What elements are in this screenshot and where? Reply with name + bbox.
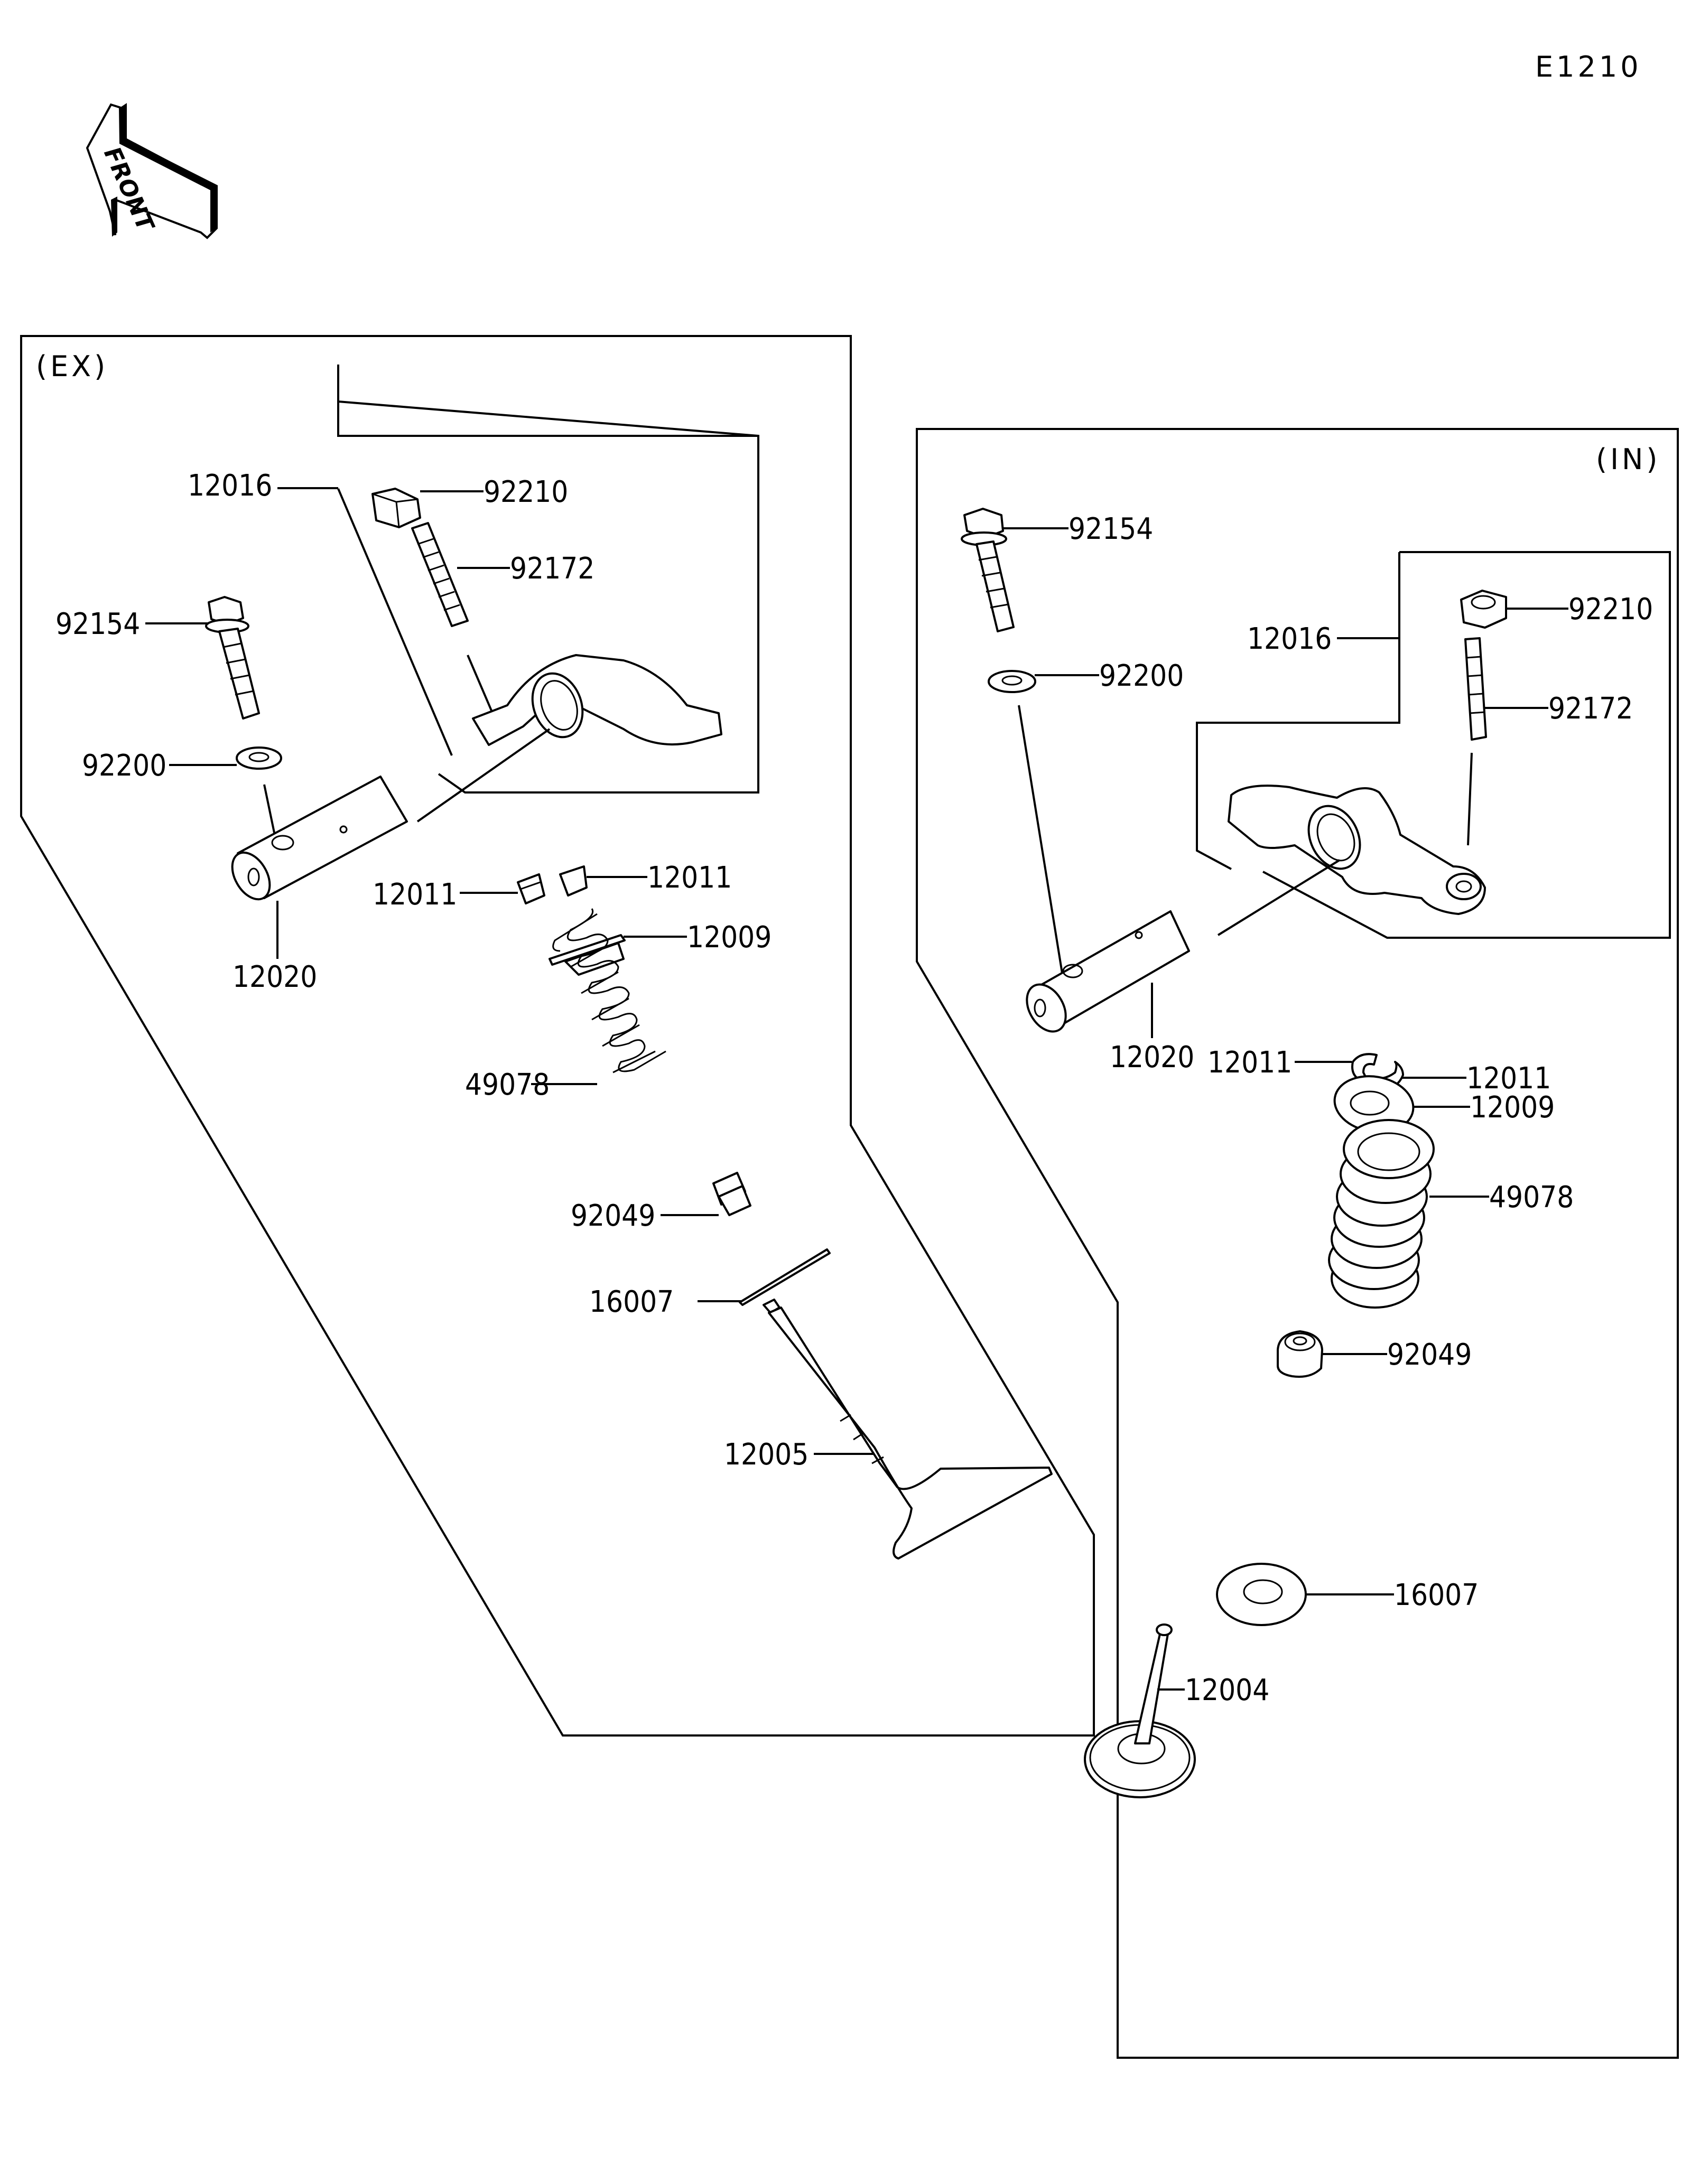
exhaust-cotter-left-icon: [517, 873, 545, 904]
intake-bolt-icon: [961, 508, 1015, 632]
exhaust-label-92200[interactable]: 92200: [82, 749, 166, 783]
exhaust-label-12009[interactable]: 12009: [687, 920, 772, 955]
intake-frame: [916, 428, 1679, 2059]
exhaust-rocker-shaft-icon: [231, 776, 408, 901]
intake-spring-icon: [1328, 1119, 1435, 1309]
intake-label-12011-left[interactable]: 12011: [1207, 1046, 1292, 1080]
exhaust-nut-icon: [371, 488, 421, 528]
intake-stem-seal-icon: [1277, 1330, 1323, 1378]
exhaust-label-49078[interactable]: 49078: [465, 1068, 550, 1102]
intake-label-12009[interactable]: 12009: [1470, 1090, 1555, 1125]
intake-label-12004[interactable]: 12004: [1185, 1673, 1269, 1707]
intake-tag: (IN): [1596, 443, 1660, 476]
exhaust-washer-icon: [236, 746, 282, 770]
exhaust-bolt-icon: [205, 596, 260, 720]
intake-nut-icon: [1460, 590, 1507, 629]
exhaust-label-12020[interactable]: 12020: [233, 960, 317, 994]
intake-label-49078[interactable]: 49078: [1489, 1180, 1574, 1215]
exhaust-spring-icon: [552, 908, 666, 1074]
intake-label-16007[interactable]: 16007: [1394, 1578, 1479, 1612]
intake-label-92200[interactable]: 92200: [1099, 659, 1184, 693]
exhaust-tag: (EX): [36, 350, 108, 383]
intake-label-12011-right[interactable]: 12011: [1466, 1061, 1551, 1096]
exhaust-spring-seat-icon: [739, 1248, 831, 1306]
intake-label-12020[interactable]: 12020: [1110, 1040, 1194, 1075]
exhaust-label-92172[interactable]: 92172: [510, 552, 594, 586]
exhaust-label-12011-left[interactable]: 12011: [373, 878, 457, 912]
exhaust-label-12011-right[interactable]: 12011: [647, 861, 732, 895]
exhaust-label-92210[interactable]: 92210: [484, 475, 568, 509]
exhaust-valve-icon: [763, 1299, 1053, 1560]
intake-label-92210[interactable]: 92210: [1568, 592, 1653, 627]
intake-valve-icon: [1084, 1623, 1196, 1798]
exhaust-label-12005[interactable]: 12005: [724, 1438, 809, 1472]
intake-spring-seat-icon: [1216, 1563, 1307, 1626]
exhaust-group: (EX) 12016 92210 92172: [20, 335, 1095, 1737]
exhaust-label-92049[interactable]: 92049: [571, 1199, 655, 1233]
front-arrow-icon: FRONT: [86, 103, 218, 239]
intake-washer-icon: [988, 670, 1036, 693]
intake-group: (IN) 92154 92200 12016 922: [916, 428, 1679, 2059]
intake-rocker-shaft-icon: [1026, 910, 1190, 1033]
exhaust-stem-seal-icon: [712, 1172, 751, 1216]
intake-label-92154[interactable]: 92154: [1069, 512, 1153, 546]
exhaust-cotter-right-icon: [559, 865, 588, 897]
diagram-code: E1210: [1535, 50, 1642, 83]
exhaust-label-12016[interactable]: 12016: [188, 469, 272, 503]
intake-label-92172[interactable]: 92172: [1548, 692, 1633, 726]
exhaust-adjust-screw-icon: [411, 522, 469, 627]
exhaust-label-16007[interactable]: 16007: [589, 1285, 674, 1319]
exhaust-label-92154[interactable]: 92154: [55, 607, 140, 641]
exhaust-rocker-arm-icon: [472, 654, 722, 746]
exhaust-frame: [20, 335, 1095, 1737]
intake-rocker-subframe: [1262, 551, 1671, 939]
intake-cotter-left-icon: [1351, 1053, 1378, 1081]
intake-label-12016[interactable]: 12016: [1247, 622, 1332, 656]
intake-adjust-screw-icon: [1464, 637, 1487, 741]
intake-retainer-icon: [1333, 1075, 1415, 1133]
intake-rocker-arm-icon: [1228, 785, 1486, 915]
intake-label-92049[interactable]: 92049: [1387, 1338, 1472, 1372]
